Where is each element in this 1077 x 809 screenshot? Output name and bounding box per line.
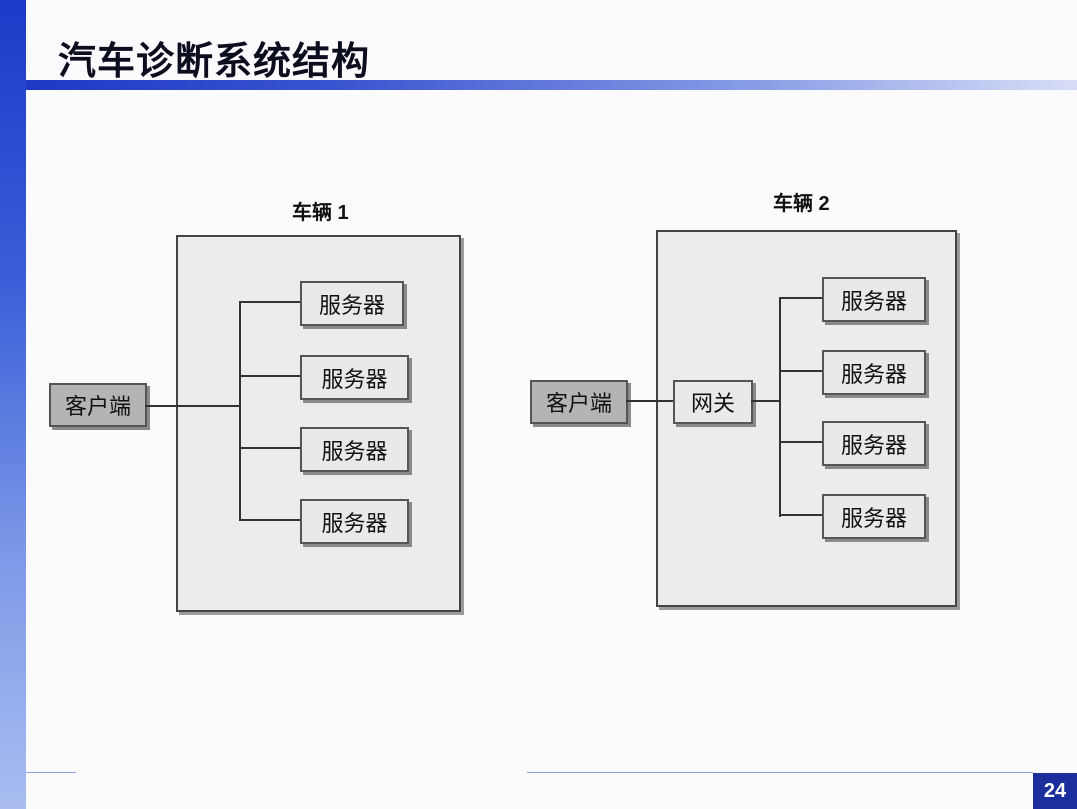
v2-client-connector [626,400,674,402]
v2-gateway: 网关 [673,380,753,424]
v2-server-2: 服务器 [822,350,926,395]
v2-branch-1 [779,297,823,299]
v2-branch-2 [779,370,823,372]
v1-bus-line [239,301,241,521]
vehicle-1-client: 客户端 [49,383,147,427]
v2-server-1: 服务器 [822,277,926,322]
v2-branch-4 [779,514,823,516]
v1-branch-2 [239,375,301,377]
v1-server-1: 服务器 [300,281,404,326]
v2-gateway-connector [751,400,781,402]
v1-branch-4 [239,519,301,521]
footer-line-left [26,772,76,773]
left-accent-bar [0,0,26,809]
v1-server-2: 服务器 [300,355,409,400]
page-number: 24 [1033,773,1077,809]
slide-title: 汽车诊断系统结构 [58,39,371,83]
footer-line-right [527,772,1033,773]
v1-branch-1 [239,301,301,303]
v1-branch-3 [239,447,301,449]
v1-server-3: 服务器 [300,427,409,472]
v2-server-3: 服务器 [822,421,926,466]
v1-client-connector [145,405,240,407]
title-underline [26,80,1077,90]
v2-branch-3 [779,441,823,443]
v2-server-4: 服务器 [822,494,926,539]
v1-server-4: 服务器 [300,499,409,544]
vehicle-1-label: 车辆 1 [292,202,349,224]
vehicle-2-label: 车辆 2 [773,193,830,215]
v2-bus-line [779,297,781,517]
vehicle-2-client: 客户端 [530,380,628,424]
